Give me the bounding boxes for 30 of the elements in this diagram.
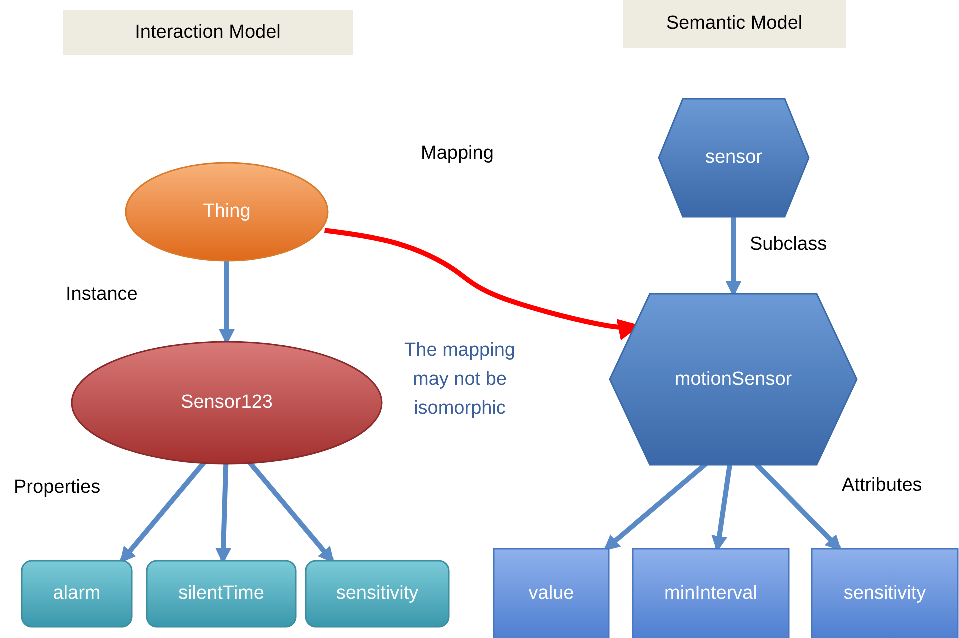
node-label: Interaction Model — [135, 22, 281, 44]
node-label: sensor — [705, 147, 763, 169]
annotation-text: Instance — [66, 284, 138, 306]
property-box — [146, 560, 297, 628]
title-box — [63, 10, 353, 55]
node-label: silentTime — [178, 583, 264, 605]
annotation-text: Attributes — [842, 475, 922, 497]
node-label: alarm — [53, 583, 101, 605]
annotation-text: Properties — [14, 477, 101, 499]
annotation-text: Mapping — [421, 143, 494, 165]
hexagon-node — [658, 98, 810, 218]
node-label: Semantic Model — [666, 13, 803, 35]
node-label: sensitivity — [336, 583, 419, 605]
ellipse-node — [71, 341, 383, 465]
node-label: value — [528, 583, 574, 605]
node-label: sensitivity — [844, 583, 926, 605]
note-text: The mapping may not be isomorphic — [404, 339, 516, 421]
node-label: motionSensor — [674, 368, 792, 390]
attribute-box — [632, 548, 790, 638]
annotation-text: Subclass — [750, 234, 828, 256]
node-label: Sensor123 — [181, 392, 273, 414]
attribute-box — [493, 548, 610, 638]
hexagon-node — [609, 293, 858, 466]
title-box — [623, 0, 846, 48]
property-box — [21, 560, 133, 628]
node-label: minInterval — [664, 583, 758, 605]
attribute-box — [811, 548, 959, 638]
property-box — [305, 560, 450, 628]
node-label: Thing — [203, 201, 251, 223]
ellipse-node — [125, 162, 329, 262]
